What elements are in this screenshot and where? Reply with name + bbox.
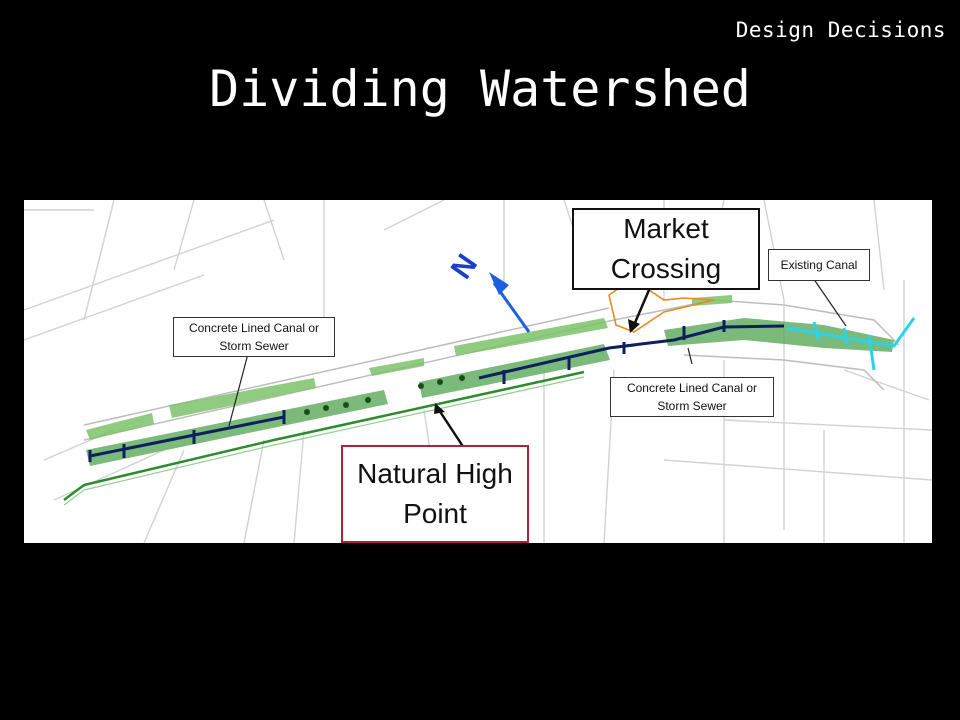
existing-canal-line (785, 317, 916, 371)
rail-line (63, 370, 585, 501)
map-drawing (24, 200, 932, 543)
callout-natural-high-point-line1: Natural High (357, 458, 513, 489)
callout-canal-right-line1: Concrete Lined Canal or (626, 381, 758, 395)
leader-lines (228, 274, 847, 427)
north-arrow-head (489, 272, 509, 295)
callout-natural-high-point-line2: Point (403, 498, 467, 529)
tree-markers (304, 375, 465, 415)
vegetation-buffers (86, 295, 732, 440)
concrete-channel (88, 320, 785, 462)
callout-market-crossing: Market Crossing (572, 208, 760, 290)
callout-canal-left-line1: Concrete Lined Canal or (188, 321, 320, 335)
arrow-lines (437, 282, 654, 449)
callout-canal-left: Concrete Lined Canal or Storm Sewer (173, 317, 335, 357)
rail-line-outer (63, 376, 585, 506)
callout-existing-canal: Existing Canal (768, 249, 870, 281)
callout-market-crossing-line2: Crossing (610, 253, 722, 284)
slide-title: Dividing Watershed (209, 60, 751, 118)
watershed-map: N Market Crossing Existing Canal Concret… (24, 200, 932, 543)
high-point-arrow-head (434, 403, 445, 414)
callout-canal-left-line2: Storm Sewer (219, 339, 289, 353)
market-arrow-head (628, 319, 640, 333)
callout-canal-right: Concrete Lined Canal or Storm Sewer (610, 377, 774, 417)
callout-natural-high-point: Natural High Point (341, 445, 529, 543)
callout-market-crossing-line1: Market (623, 213, 709, 244)
callout-canal-right-line2: Storm Sewer (657, 399, 727, 413)
section-label: Design Decisions (735, 18, 946, 42)
